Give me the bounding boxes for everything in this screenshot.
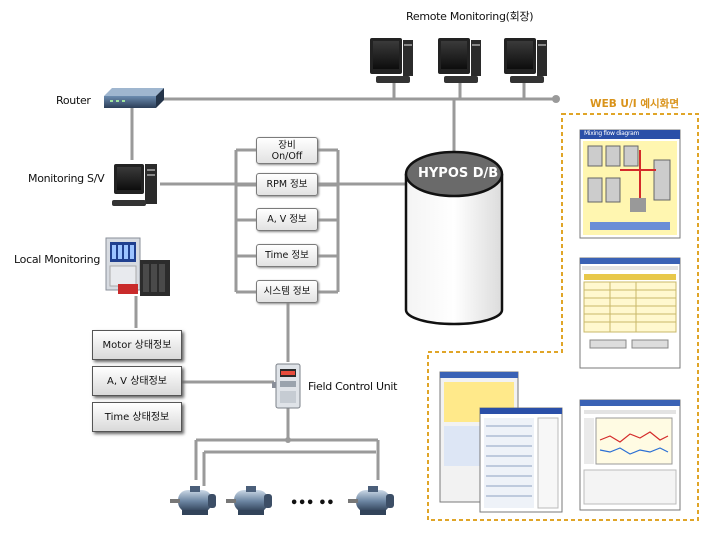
router-label: Router (56, 94, 91, 107)
function-box-av[interactable]: A, V 정보 (256, 208, 318, 231)
remote-monitoring-label: Remote Monitoring(회장) (406, 10, 534, 23)
motor-3-icon[interactable] (348, 486, 394, 515)
router-icon[interactable] (104, 88, 164, 108)
monitoring-server-icon[interactable] (112, 164, 157, 206)
remote-monitor-2-icon[interactable] (438, 38, 481, 83)
web-screen-flow-diagram[interactable] (579, 129, 681, 239)
web-screen-chart[interactable] (579, 399, 681, 511)
web-ui-dashed-border (427, 113, 699, 521)
local-monitoring-label: Local Monitoring (14, 253, 101, 266)
web-ui-example-label: WEB U/I 예시화면 (590, 98, 679, 110)
field-control-unit-label: Field Control Unit (308, 380, 398, 393)
hypos-db-icon (404, 150, 504, 326)
remote-monitor-1-icon[interactable] (370, 38, 413, 83)
backbone-end-dot (552, 95, 560, 103)
status-box-motor[interactable]: Motor 상태정보 (92, 330, 182, 360)
web-screen-table[interactable] (579, 257, 681, 369)
motor-ellipsis: ••• •• (290, 496, 335, 511)
monitoring-sv-label: Monitoring S/V (28, 172, 105, 185)
hypos-db-label: HYPOS D/B (418, 166, 499, 181)
field-control-unit-icon[interactable] (272, 363, 301, 409)
network-lines (130, 83, 556, 486)
status-box-time[interactable]: Time 상태정보 (92, 402, 182, 432)
status-box-av[interactable]: A, V 상태정보 (92, 366, 182, 396)
motor-2-icon[interactable] (226, 486, 272, 515)
local-monitoring-panel-icon[interactable] (105, 237, 170, 296)
function-box-rpm[interactable]: RPM 정보 (256, 173, 318, 196)
flow-diagram-title: Mixing flow diagram (584, 130, 640, 137)
function-box-time[interactable]: Time 정보 (256, 244, 318, 267)
web-screen-list-windows[interactable] (439, 371, 563, 513)
function-box-on-off[interactable]: 장비 On/Off (256, 137, 318, 164)
remote-monitor-3-icon[interactable] (504, 38, 547, 83)
motor-1-icon[interactable] (170, 486, 216, 515)
function-box-system[interactable]: 시스템 정보 (256, 280, 318, 303)
field-junction-dot (285, 437, 291, 443)
